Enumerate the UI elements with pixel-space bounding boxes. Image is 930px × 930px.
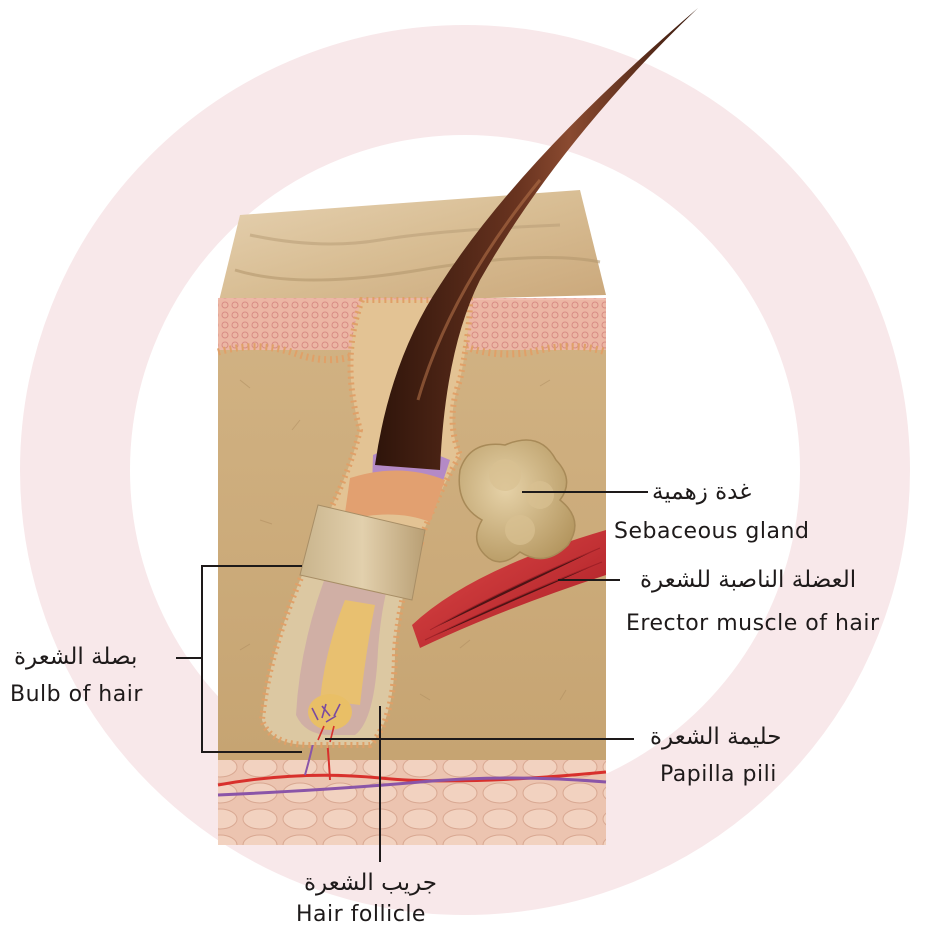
erector-muscle-label-ar: العضلة الناصبة للشعرة [640,569,856,592]
bulb-label-en: Bulb of hair [10,684,143,706]
hypodermis-layer [218,760,606,845]
follicle-label-ar: جريب الشعرة [304,872,437,895]
papilla-label-en: Papilla pili [660,764,777,786]
sebaceous-gland-label-en: Sebaceous gland [614,521,809,543]
bulb-label-ar: بصلة الشعرة [14,646,137,669]
erector-muscle-label-en: Erector muscle of hair [626,613,880,635]
follicle-label-en: Hair follicle [296,904,426,926]
skin-surface-top [218,190,606,305]
papilla-label-ar: حليمة الشعرة [650,726,781,749]
sebaceous-gland-label-ar: غدة زهمية [652,481,751,504]
